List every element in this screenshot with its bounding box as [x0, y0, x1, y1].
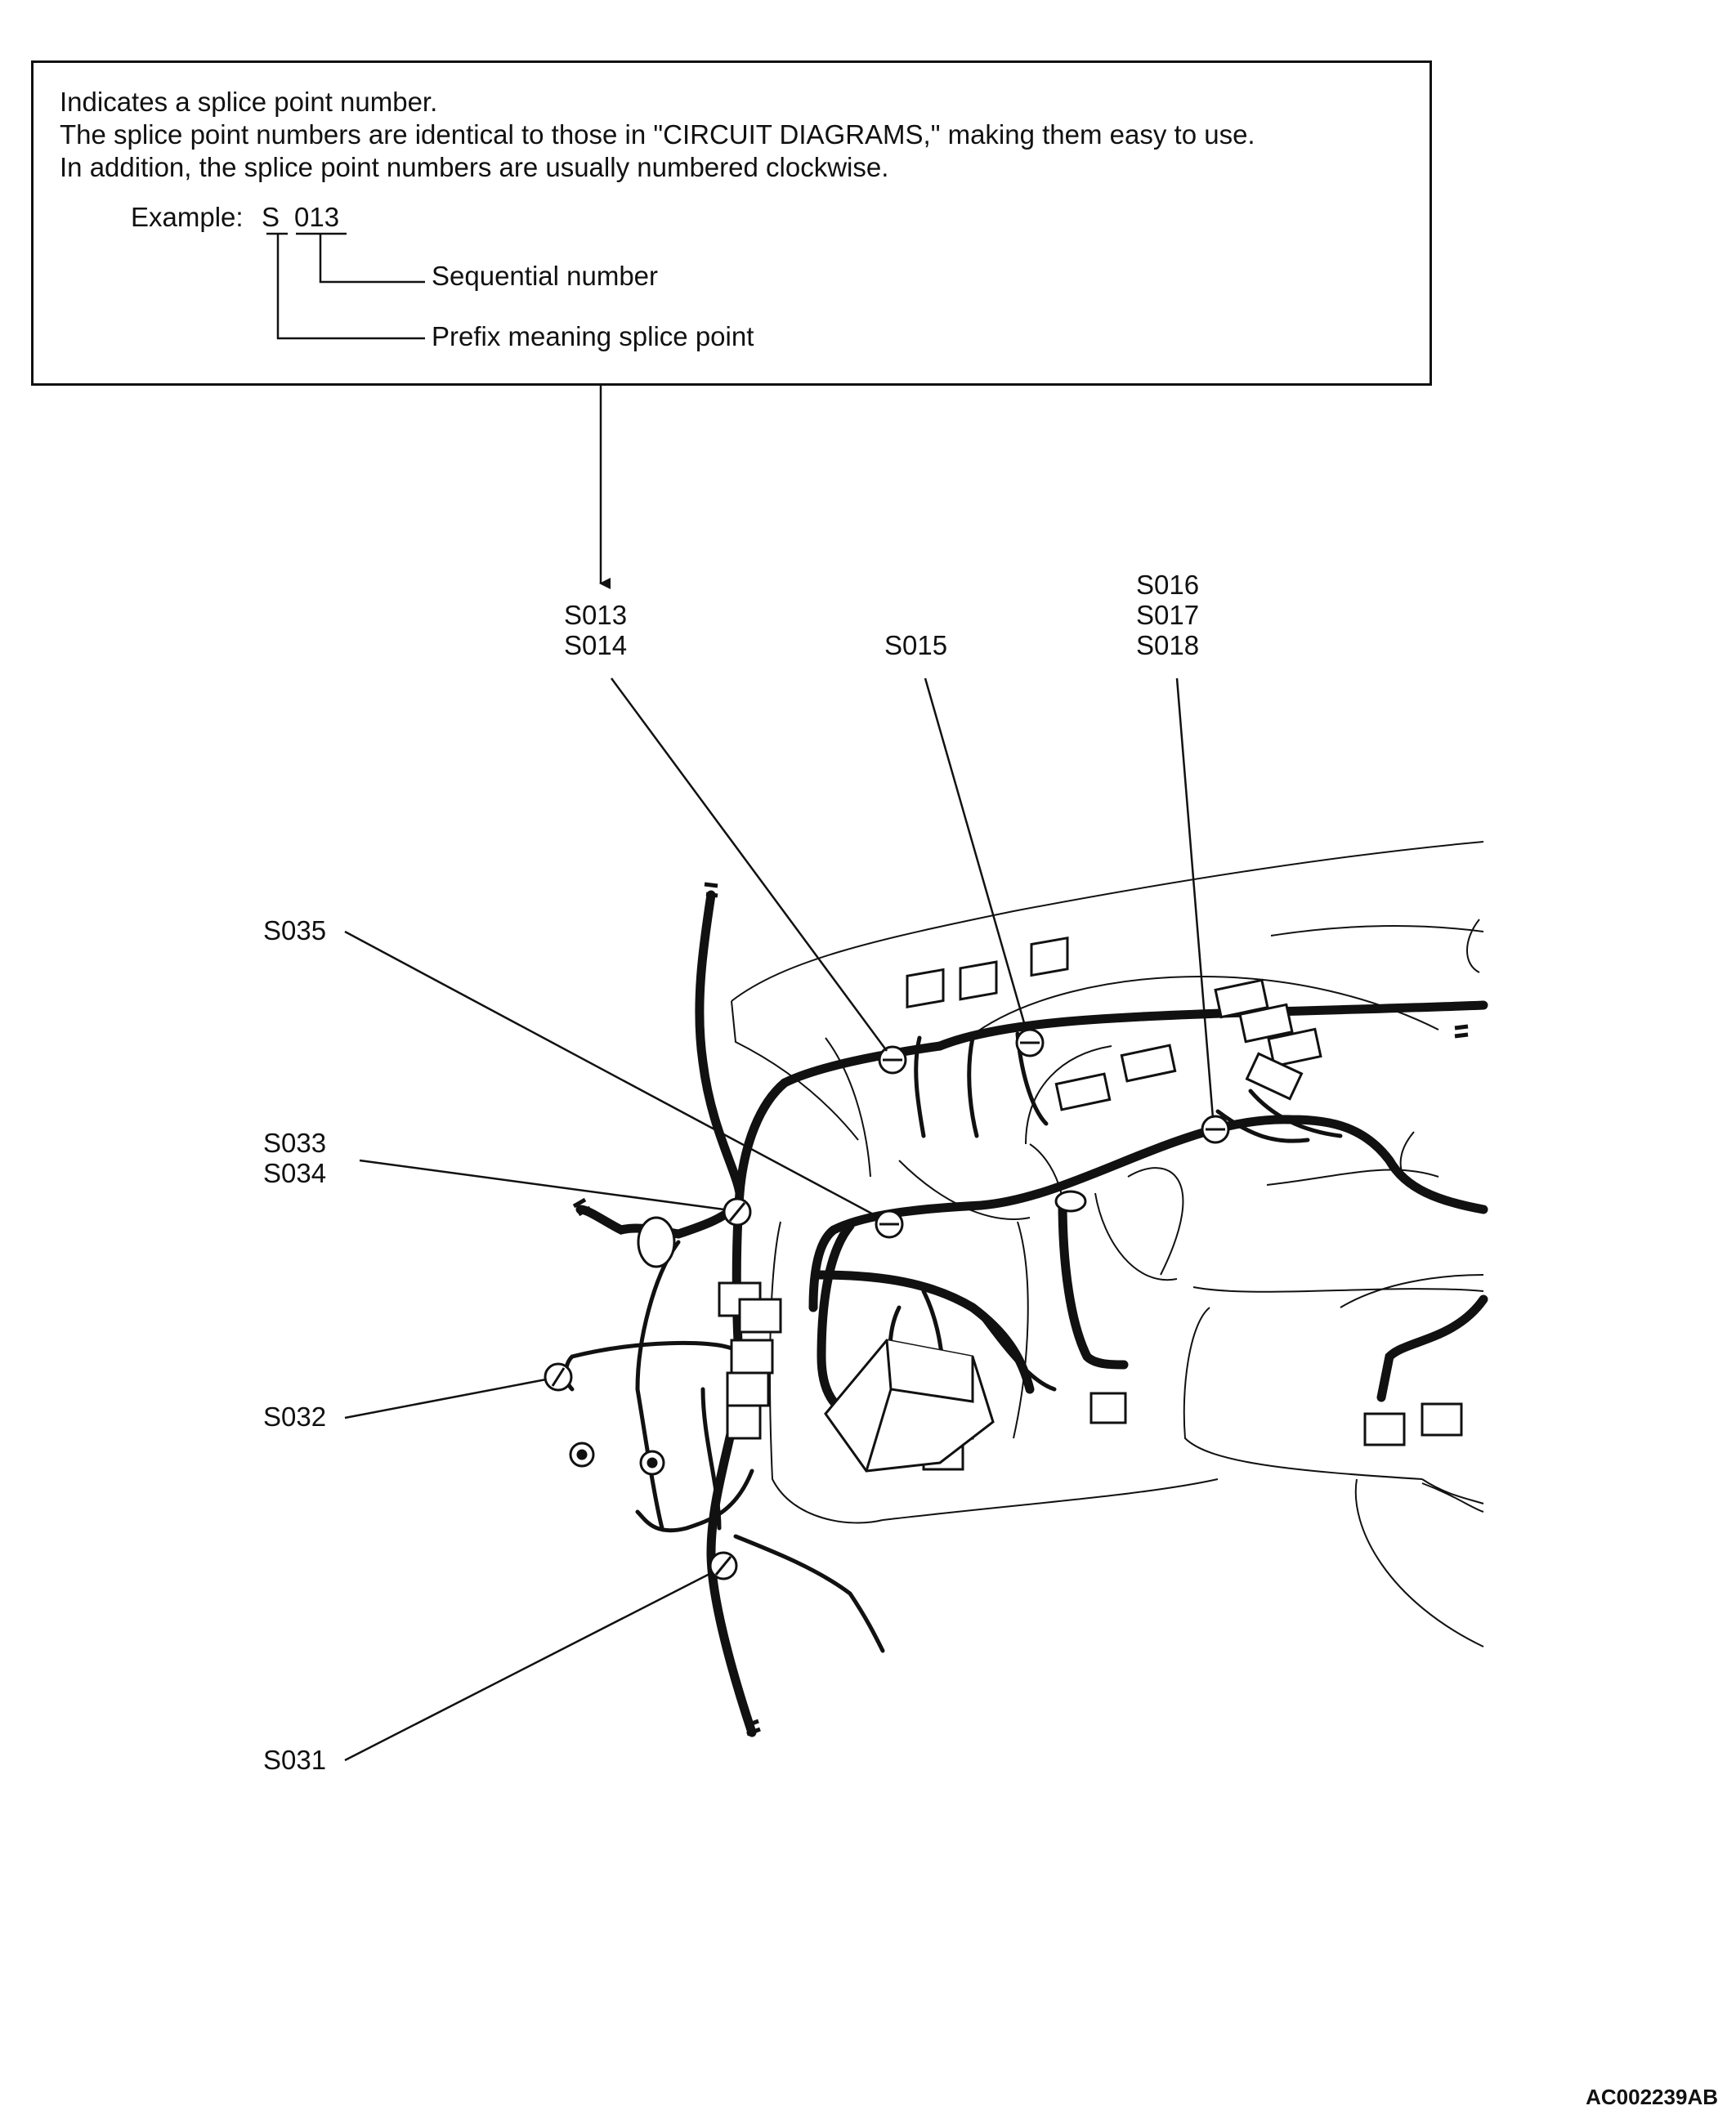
connector-block — [726, 1404, 762, 1440]
example-label: Example: — [131, 202, 244, 232]
label-s031: S031 — [263, 1745, 327, 1775]
connector-block — [1245, 1052, 1304, 1101]
connector-block — [906, 968, 945, 1009]
note-line-2: The splice point numbers are identical t… — [60, 119, 1255, 150]
label-s033-s034: S033 S034 — [263, 1128, 326, 1188]
connector-block — [1214, 978, 1269, 1019]
connector-block — [726, 1371, 770, 1407]
connector-block — [1120, 1044, 1177, 1083]
label-s033: S033 — [263, 1128, 327, 1158]
label-s016: S016 — [1136, 570, 1200, 600]
note-line-1: Indicates a splice point number. — [60, 87, 438, 117]
label-s013-s014: S013 S014 — [564, 600, 627, 660]
connector-block — [1030, 936, 1069, 977]
connector-block — [1054, 1072, 1112, 1111]
junction-block — [824, 1339, 995, 1473]
connector-block — [738, 1298, 782, 1334]
example-callout-lines — [266, 232, 425, 340]
connector-block — [1363, 1412, 1406, 1446]
note-line-3: In addition, the splice point numbers ar… — [60, 152, 889, 182]
connector-block — [1421, 1402, 1463, 1437]
connector-block — [959, 960, 998, 1001]
wire-ends — [572, 882, 1469, 1737]
connector-block — [730, 1339, 774, 1375]
splice-markers — [544, 1028, 1230, 1580]
explanation-box: Indicates a splice point number. The spl… — [31, 60, 1432, 386]
dashboard-outline — [731, 841, 1484, 1647]
label-s018: S018 — [1136, 630, 1200, 660]
example-prefix: S — [262, 202, 280, 232]
wire-harness — [575, 890, 1488, 1737]
label-s017: S017 — [1136, 600, 1200, 630]
label-s035: S035 — [263, 915, 327, 946]
example-number: 013 — [294, 202, 340, 232]
leader-lines — [344, 677, 1215, 1762]
callout-sequential-number: Sequential number — [432, 261, 659, 291]
connector-block — [1089, 1392, 1127, 1424]
ground-terminals — [569, 1190, 1087, 1476]
label-s034: S034 — [263, 1158, 327, 1188]
connector-block — [1238, 1003, 1294, 1044]
label-s016-s018: S016 S017 S018 — [1136, 570, 1199, 660]
label-s013: S013 — [564, 600, 628, 630]
connector-block — [1267, 1027, 1322, 1068]
label-s032: S032 — [263, 1402, 327, 1432]
callout-prefix: Prefix meaning splice point — [432, 321, 754, 351]
label-s014: S014 — [564, 630, 628, 660]
label-s015: S015 — [884, 630, 948, 660]
figure-id: AC002239AB — [1586, 2085, 1718, 2109]
